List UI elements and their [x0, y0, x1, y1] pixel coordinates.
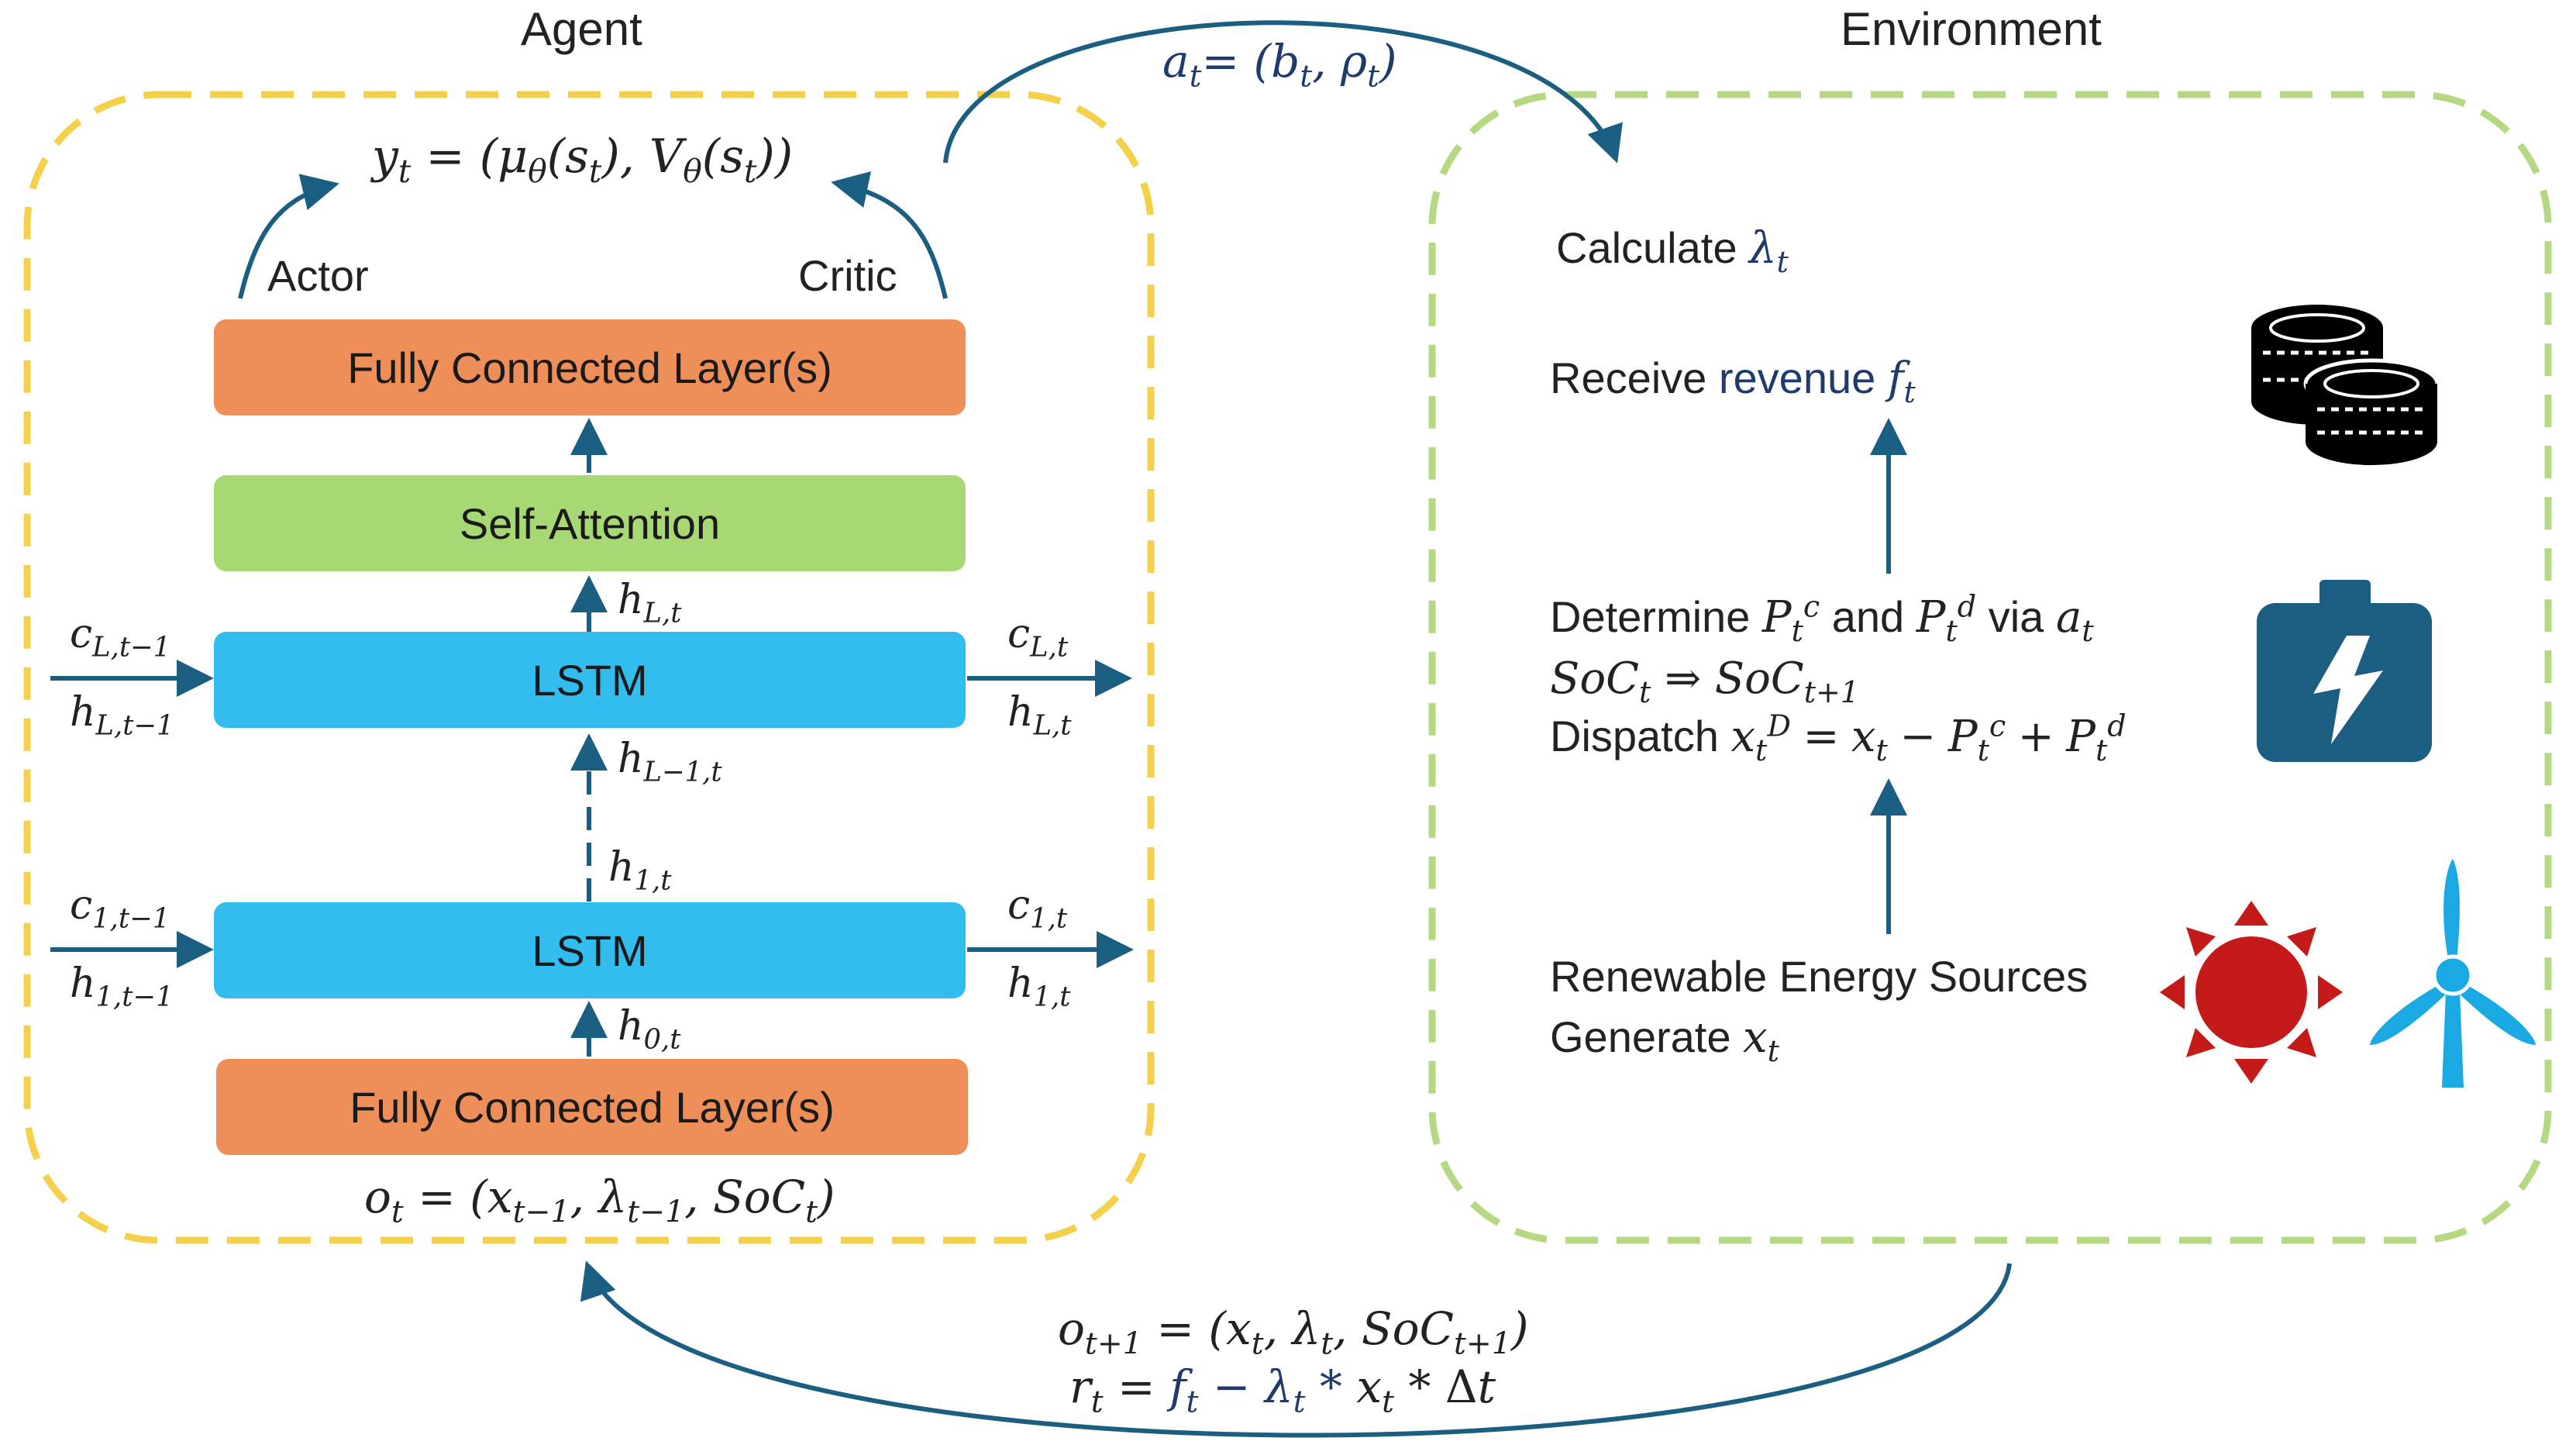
label-h-L-tm1: hL,t−1 — [70, 689, 174, 742]
critic-arrow — [831, 171, 948, 299]
label-h-1-t-out: h1,t — [1007, 960, 1071, 1013]
reward-equation: rt = ft − λt * xt * Δt — [1069, 1360, 1496, 1420]
receive-revenue: Receive revenue ft — [1550, 353, 1916, 410]
agent-frame — [23, 91, 1155, 1244]
label-h-Lm1-t: hL−1,t — [618, 736, 722, 788]
environment-frame — [1428, 91, 2552, 1244]
lstm-top-block: LSTM — [214, 632, 966, 728]
determine-power: Determine Ptc and Ptd via at — [1550, 589, 2094, 649]
label-h-L-t-out: hL,t — [1007, 689, 1072, 742]
lstm-bottom-block: LSTM — [214, 902, 966, 998]
action-arrow — [943, 20, 1623, 164]
label-c-L-tm1: cL,t−1 — [70, 611, 171, 664]
agent-title: Agent — [521, 3, 642, 55]
label-c-1-t: c1,t — [1007, 882, 1068, 935]
environment-title: Environment — [1841, 3, 2102, 55]
fc-layer-bottom: Fully Connected Layer(s) — [216, 1059, 968, 1155]
sun-icon — [2160, 901, 2343, 1084]
next-observation-equation: ot+1 = (xt, λt, SoCt+1) — [1058, 1302, 1529, 1362]
label-h-0-t: h0,t — [618, 1003, 681, 1056]
label-c-1-tm1: c1,t−1 — [70, 882, 170, 935]
calculate-lambda: Calculate λt — [1556, 223, 1789, 280]
actor-label: Actor — [267, 251, 369, 300]
agent-input-equation: ot = (xt−1, λt−1, SoCt) — [364, 1171, 835, 1230]
label-c-L-t: cL,t — [1007, 611, 1069, 664]
dispatch-equation: Dispatch xtD = xt − Ptc + Ptd — [1550, 709, 2127, 768]
fc-layer-top: Fully Connected Layer(s) — [214, 319, 966, 415]
label-h-1-tm1: h1,t−1 — [70, 960, 174, 1013]
feedback-arrow — [580, 1260, 2012, 1438]
label-h-1-t: h1,t — [608, 844, 672, 897]
soc-transition: SoCt ⇒ SoCt+1 — [1550, 653, 1860, 710]
wind-turbine-icon — [2370, 859, 2536, 1088]
label-h-L-t: hL,t — [618, 577, 682, 629]
agent-output-equation: yt = (μθ(st), Vθ(st)) — [372, 129, 794, 190]
renewable-line1: Renewable Energy Sources — [1550, 952, 2089, 1001]
action-label: at= (bt, ρt) — [1162, 35, 1397, 95]
coins-icon — [2251, 305, 2440, 465]
self-attention-block: Self-Attention — [214, 475, 966, 571]
critic-label: Critic — [798, 251, 897, 300]
renewable-line2: Generate xt — [1550, 1012, 1779, 1069]
battery-icon — [2257, 580, 2432, 762]
actor-arrow — [238, 174, 339, 299]
